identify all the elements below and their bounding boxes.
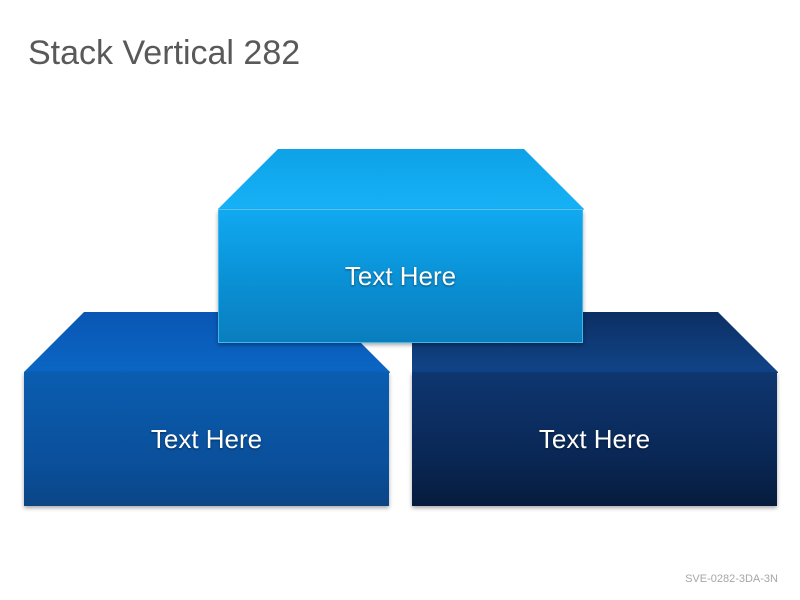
right-block-label: Text Here xyxy=(538,423,651,454)
left-block-label: Text Here xyxy=(150,423,263,454)
top-block: Text Here xyxy=(218,210,583,343)
top-block-lid xyxy=(218,149,584,210)
left-block: Text Here xyxy=(24,372,389,506)
right-block: Text Here xyxy=(412,372,777,506)
slide-code: SVE-0282-3DA-3N xyxy=(685,573,778,585)
slide-title: Stack Vertical 282 xyxy=(28,34,301,72)
top-block-label: Text Here xyxy=(344,260,457,291)
